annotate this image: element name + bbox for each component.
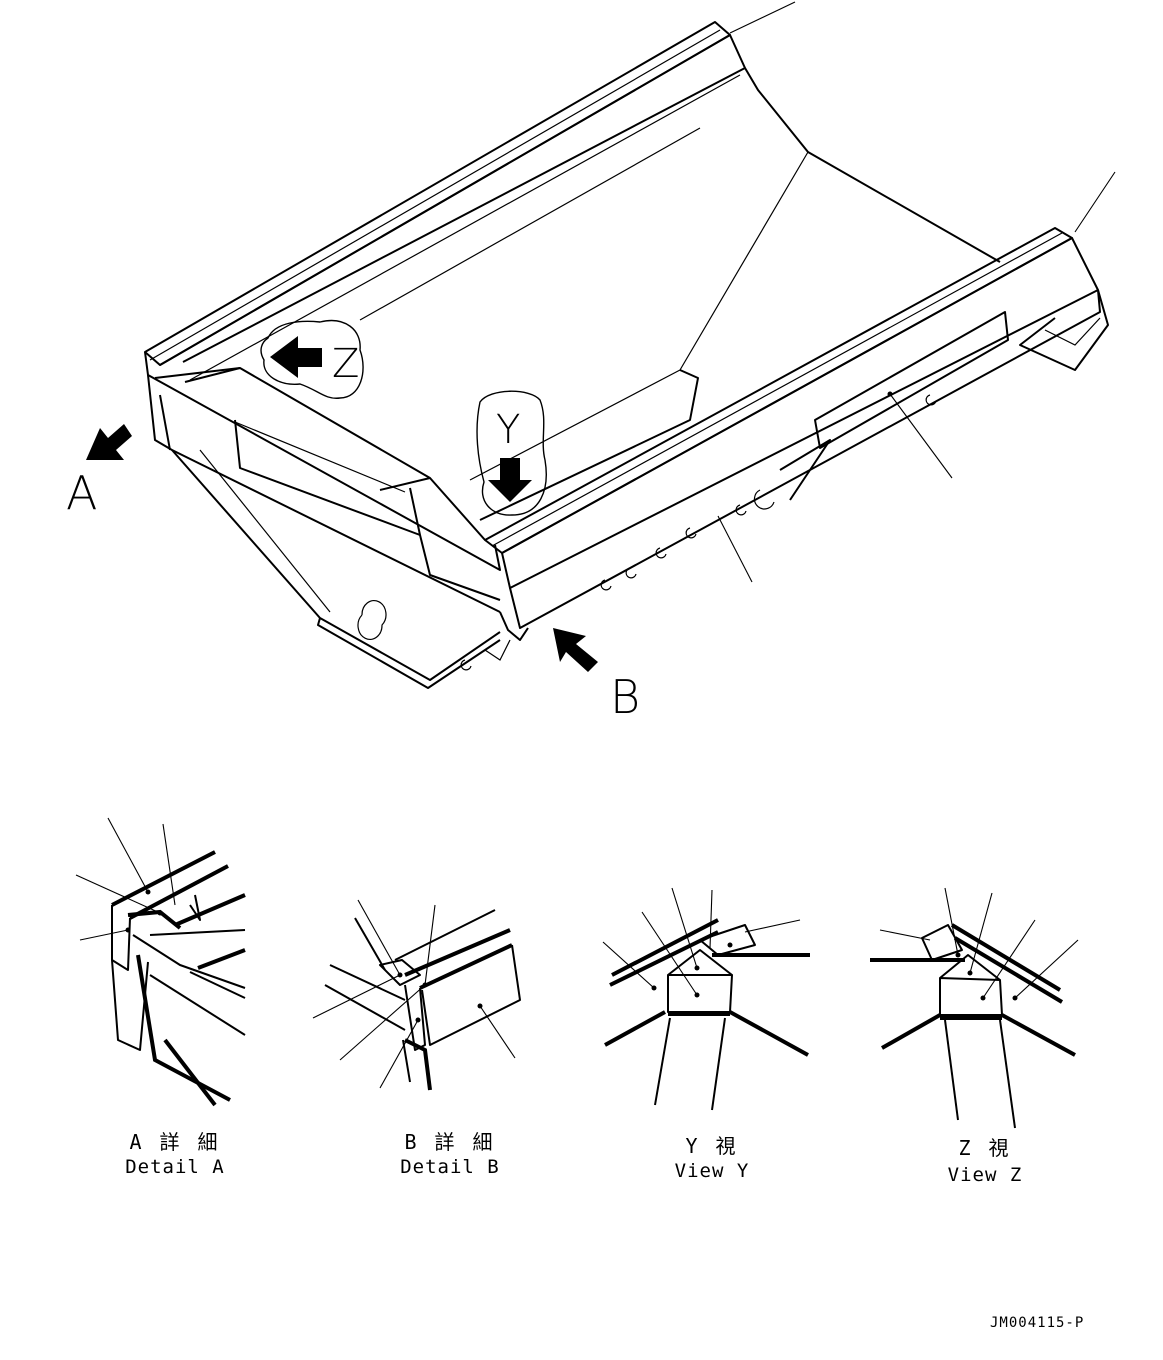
view-y-caption-en: View Y xyxy=(674,1160,750,1182)
view-z-caption-jp: Z 視 xyxy=(958,1136,1012,1160)
detail-b-drawing xyxy=(312,899,521,1091)
arrow-a-label: A xyxy=(66,466,98,520)
detail-b-caption-en: Detail B xyxy=(400,1156,500,1178)
view-y-label: Y xyxy=(496,407,521,453)
drawing-code: JM004115-P xyxy=(990,1315,1085,1331)
view-z-label: Z xyxy=(332,341,360,387)
view-y-drawing xyxy=(602,887,810,1111)
detail-a-drawing xyxy=(75,817,246,1107)
detail-b-caption-jp: B 詳 細 xyxy=(404,1130,496,1154)
view-z-caption-en: View Z xyxy=(947,1164,1023,1186)
detail-a-caption-jp: A 詳 細 xyxy=(129,1130,221,1154)
arrow-b-label: B xyxy=(610,670,641,724)
view-y-caption-jp: Y 視 xyxy=(685,1134,739,1158)
dump-body-main-view xyxy=(86,1,1116,689)
detail-a-caption-en: Detail A xyxy=(125,1156,225,1178)
view-z-drawing xyxy=(870,887,1079,1129)
